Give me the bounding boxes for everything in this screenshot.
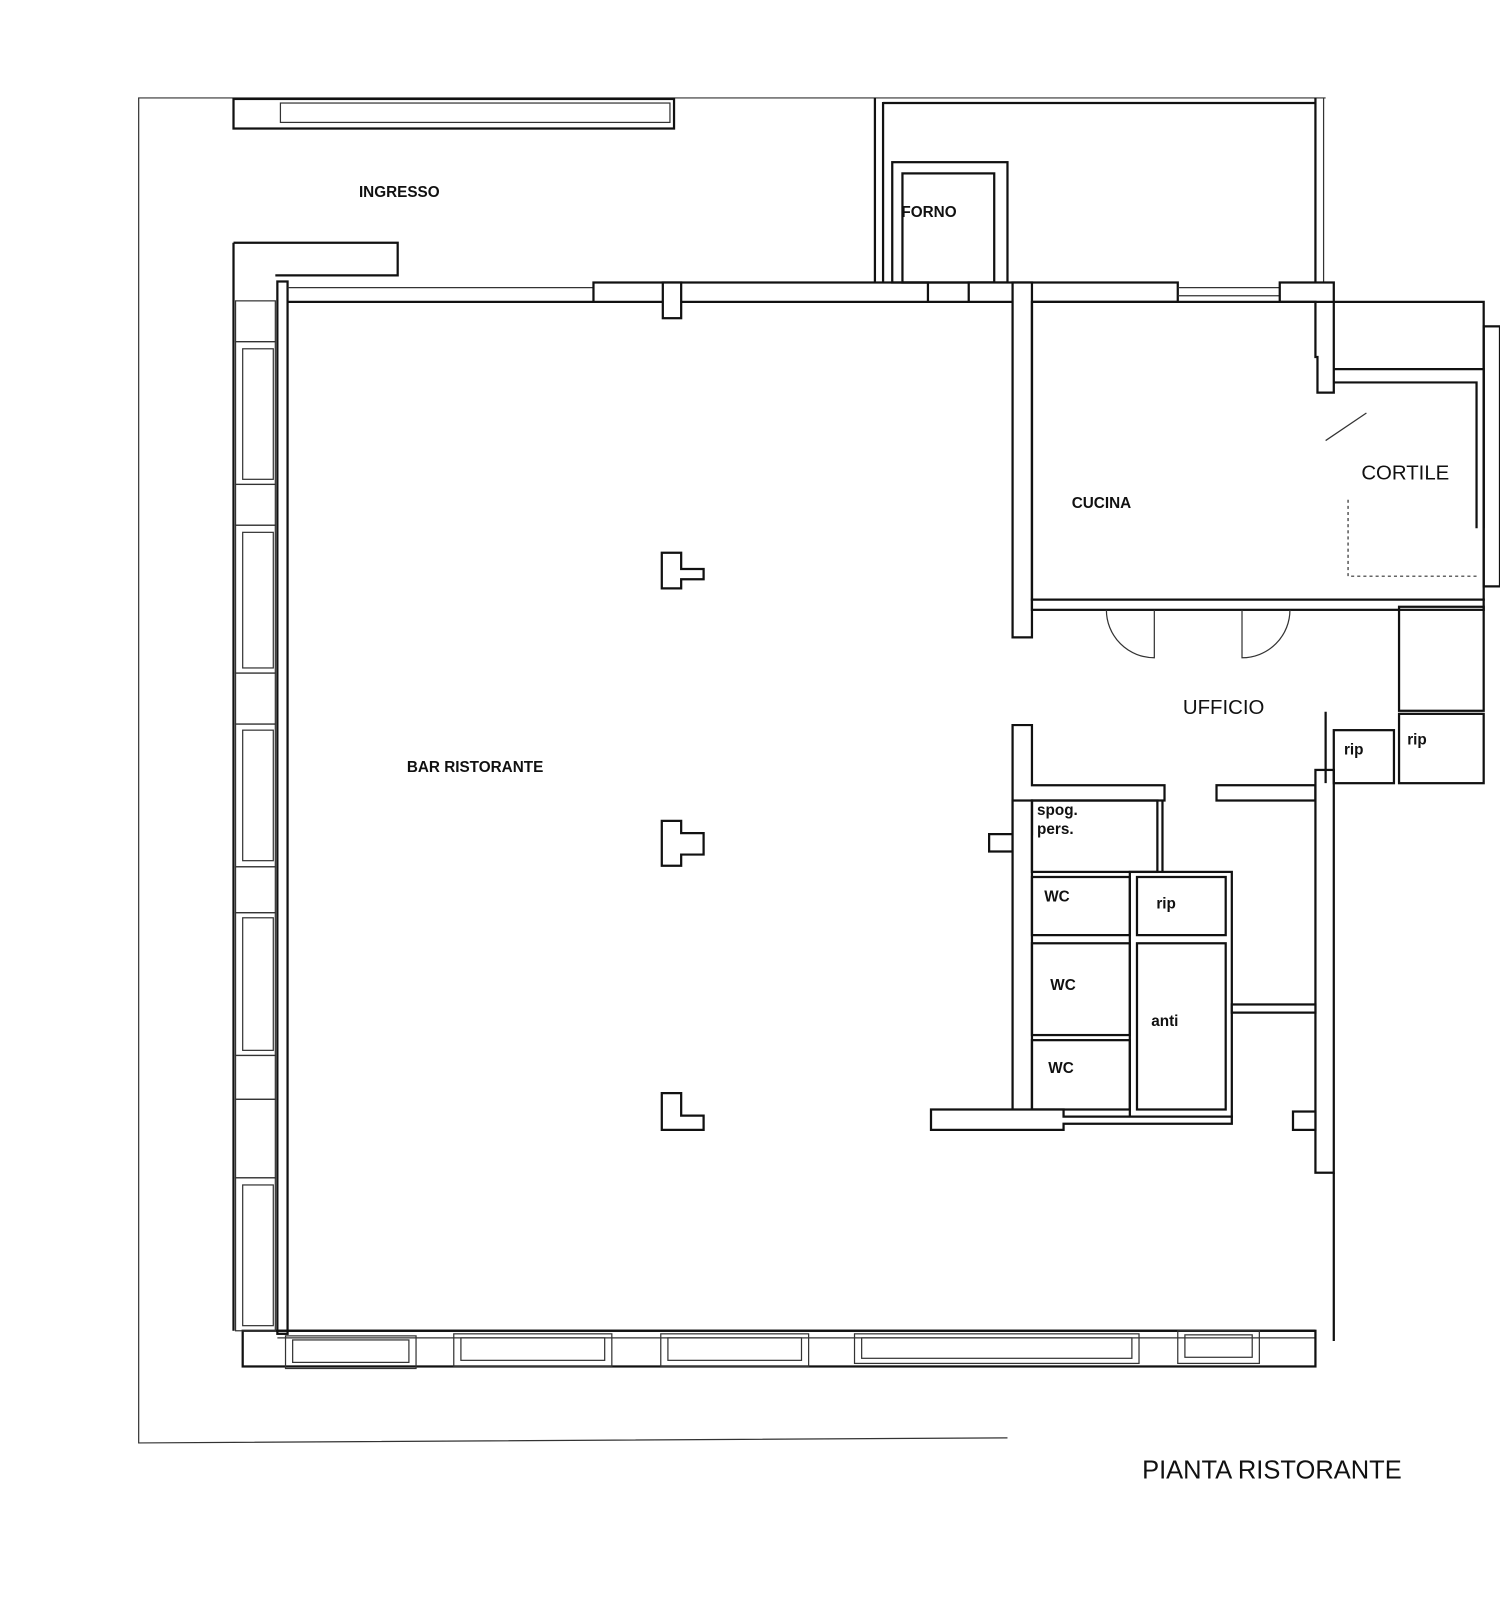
room-label-rip: rip <box>1344 742 1364 759</box>
bottom-windows <box>284 1330 1260 1370</box>
left-windows <box>234 300 276 1332</box>
room-label-cucina: CUCINA <box>1072 495 1131 512</box>
room-label-cortile: CORTILE <box>1361 462 1449 484</box>
bar-walls <box>232 241 1317 1368</box>
courtyard-walls <box>1325 325 1500 588</box>
kitchen-walls <box>967 281 1485 659</box>
office-walls <box>1011 605 1485 1174</box>
room-label-bar-ristorante: BAR RISTORANTE <box>407 759 543 776</box>
room-label-anti: anti <box>1151 1013 1178 1030</box>
annex-walls <box>873 97 1325 284</box>
room-label-wc: WC <box>1050 977 1075 994</box>
room-label-rip: rip <box>1407 731 1427 748</box>
room-label-forno: FORNO <box>901 204 956 221</box>
room-label-wc: WC <box>1044 888 1069 905</box>
room-label-spogliatoio: pers. <box>1037 821 1074 838</box>
room-label-ingresso: INGRESSO <box>359 184 440 201</box>
plan-title: PIANTA RISTORANTE <box>1142 1457 1402 1485</box>
pillars <box>660 551 705 1132</box>
room-label-spogliatoio: spog. <box>1037 802 1078 819</box>
room-label-rip: rip <box>1156 896 1176 913</box>
lot-boundary <box>138 97 1326 1444</box>
services-walls <box>929 799 1335 1341</box>
entrance-window <box>232 97 676 130</box>
room-label-wc: WC <box>1048 1060 1073 1077</box>
room-label-ufficio: UFFICIO <box>1183 697 1265 719</box>
